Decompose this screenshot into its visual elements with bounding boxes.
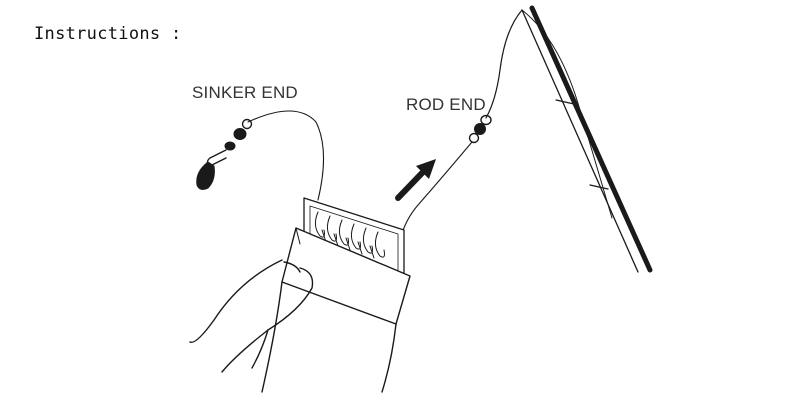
fishing-rod bbox=[521, 5, 653, 273]
main-line bbox=[485, 9, 523, 119]
sinker-end-swivel bbox=[206, 118, 253, 167]
sinker-weight bbox=[196, 161, 215, 190]
page-title: Instructions : bbox=[34, 24, 182, 44]
rod-end-swivel bbox=[468, 114, 492, 144]
sinker-end-leader bbox=[247, 110, 325, 201]
rod-end-label: ROD END bbox=[406, 95, 486, 114]
arrow-up-right-icon bbox=[395, 159, 436, 201]
rod-tip-line bbox=[521, 9, 613, 219]
sinker-end-label: SINKER END bbox=[192, 83, 298, 102]
hand-illustration bbox=[189, 259, 397, 393]
rod-end-leader bbox=[399, 141, 473, 241]
hook-icons bbox=[314, 211, 385, 259]
sabiki-card bbox=[281, 197, 411, 325]
